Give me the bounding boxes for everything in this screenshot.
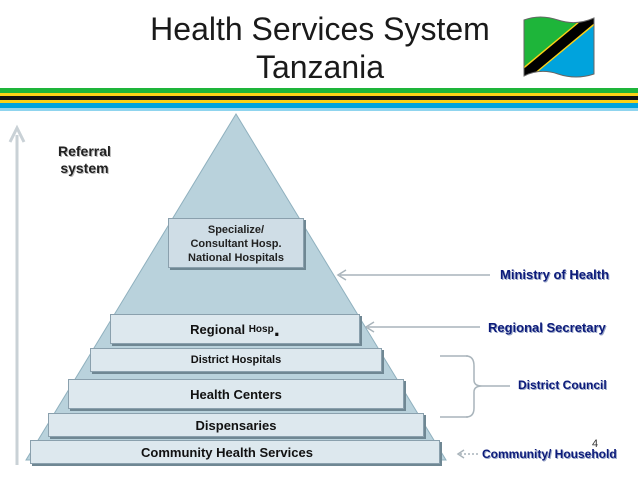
ministry-arrow [336, 269, 490, 281]
regional-dot: . [273, 316, 280, 341]
tier-national-hospitals: Specialize/ Consultant Hosp. National Ho… [168, 218, 304, 268]
dispensaries-label: Dispensaries [195, 417, 277, 433]
tier-district-hospitals: District Hospitals [90, 348, 382, 372]
tier-dispensaries: Dispensaries [48, 413, 424, 437]
referral-arrow [8, 124, 26, 465]
title-line-2: Tanzania [255, 49, 385, 85]
tanzania-flag-icon [523, 16, 595, 78]
regional-arrow [364, 321, 480, 333]
regional-hosp-label: Hosp [248, 323, 274, 335]
tier-top-line-3: National Hospitals [188, 252, 284, 264]
referral-system-label: Referral system [58, 143, 111, 177]
slide-title: Health Services System Tanzania [120, 10, 520, 86]
health-centers-label: Health Centers [190, 386, 282, 402]
referral-line-2: system [60, 160, 109, 176]
community-arrow [456, 449, 478, 459]
title-line-1: Health Services System [150, 11, 490, 47]
community-household-label: Community/ Household [482, 447, 617, 461]
referral-line-1: Referral [58, 143, 111, 159]
flag-color-stripes [0, 88, 638, 111]
tier-regional-hospital: Regional Hosp. [110, 314, 360, 344]
district-label: District Hospitals [190, 354, 282, 366]
district-brace [440, 355, 510, 418]
district-council-label: District Council [518, 378, 607, 392]
regional-label: Regional [190, 321, 246, 337]
community-label: Community Health Services [141, 444, 313, 460]
tier-community-health-services: Community Health Services [30, 440, 440, 464]
page-number: 4 [592, 438, 599, 450]
tier-top-line-2: Consultant Hosp. [190, 238, 282, 250]
tier-top-line-1: Specialize/ [207, 224, 265, 236]
regional-secretary-label: Regional Secretary [488, 320, 606, 335]
ministry-of-health-label: Ministry of Health [500, 267, 610, 282]
tier-health-centers: Health Centers [68, 379, 404, 409]
